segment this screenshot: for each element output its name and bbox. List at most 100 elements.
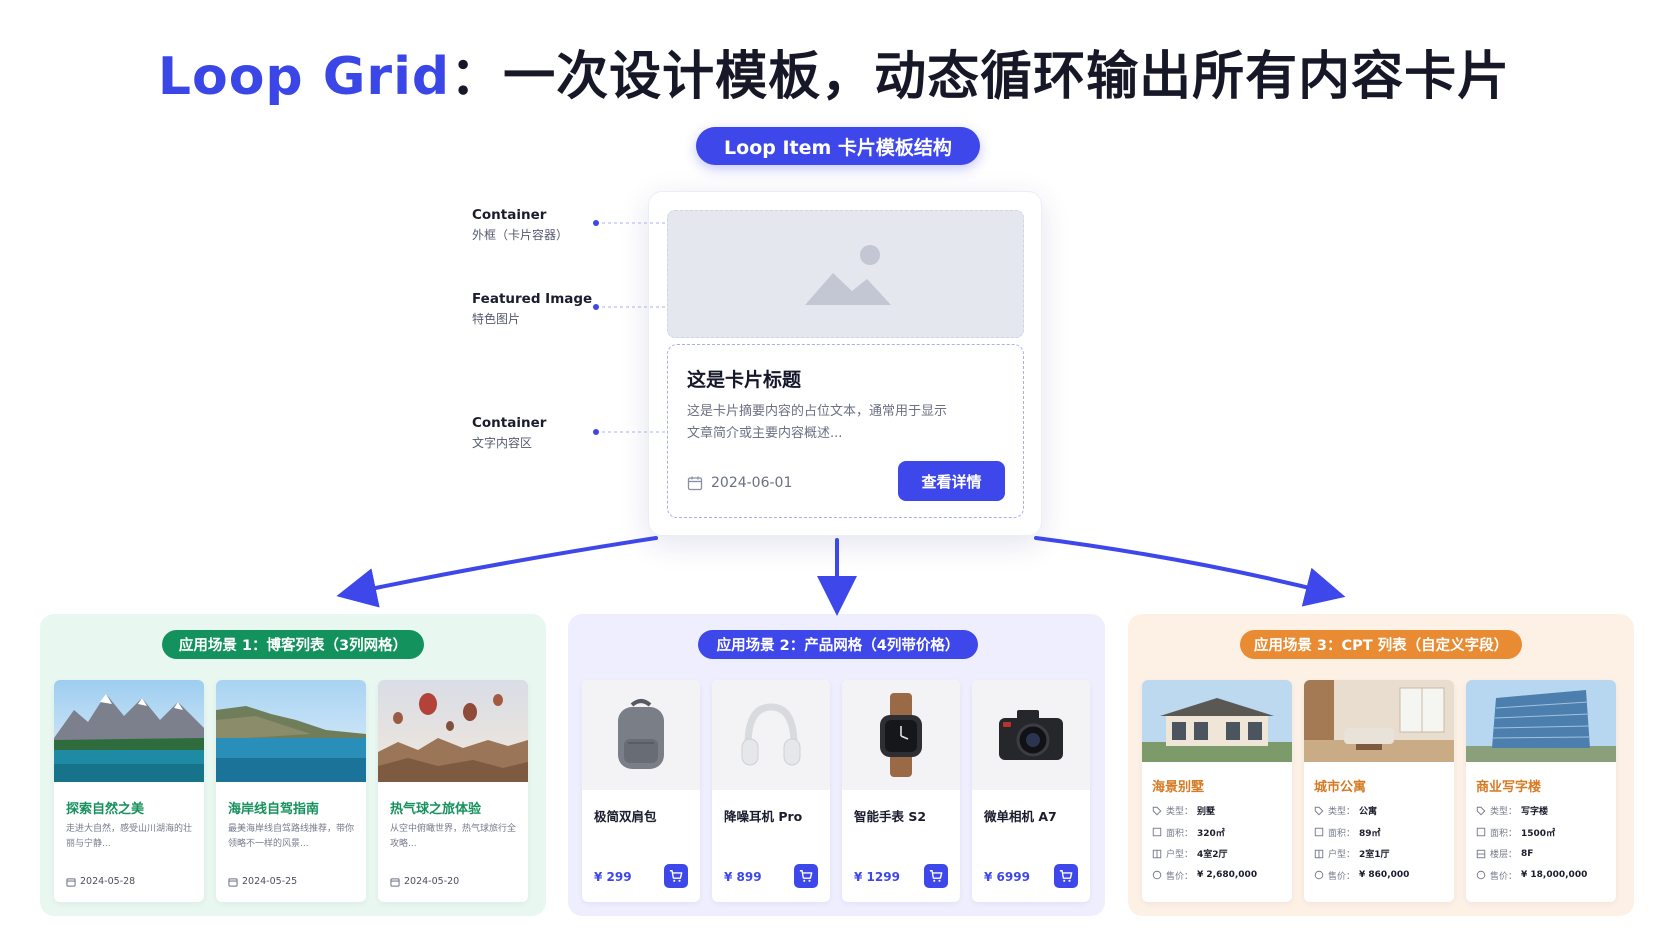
scenario-cpt-panel: 应用场景 3：CPT 列表（自定义字段） 海景别墅 类型：别墅 面积：320㎡ [1128,614,1634,916]
calendar-icon [228,877,238,887]
field-key: 售价： [1490,871,1518,882]
blog-card[interactable]: 海岸线自驾指南 最美海岸线自驾路线推荐，带你领略不一样的风景... 2024-0… [216,680,366,902]
field-key: 户型： [1328,850,1356,861]
field-price: 售价：¥ 2,680,000 [1152,865,1257,887]
blog-card-date-text: 2024-05-25 [242,876,298,887]
blog-card[interactable]: 热气球之旅体验 从空中俯瞰世界，热气球旅行全攻略... 2024-05-20 [378,680,528,902]
blog-photo-balloons [378,680,528,782]
product-card[interactable]: 降噪耳机 Pro ¥ 899 [712,680,830,902]
field-layout: 户型：4室2厅 [1152,843,1257,865]
product-name: 微单相机 A7 [984,809,1057,824]
floorplan-icon [1314,849,1324,858]
blog-card-date-text: 2024-05-28 [80,876,136,887]
price-icon [1314,871,1324,880]
blog-photo-mountains [54,680,204,782]
field-key: 楼层： [1490,850,1518,861]
add-to-cart-button[interactable] [924,864,948,888]
area-icon [1152,828,1162,837]
product-image [582,680,700,790]
blog-card[interactable]: 探索自然之美 走进大自然，感受山川湖海的壮丽与宁静... 2024-05-28 [54,680,204,902]
cpt-card[interactable]: 城市公寓 类型：公寓 面积：89㎡ 户型：2室1厅 售价：¥ 860,000 [1304,680,1454,902]
card-date: 2024-06-01 [687,475,792,491]
field-key: 类型： [1490,807,1518,818]
field-price: 售价：¥ 860,000 [1314,865,1409,887]
product-card[interactable]: 极简双肩包 ¥ 299 [582,680,700,902]
property-title: 商业写字楼 [1476,780,1542,795]
product-name: 极简双肩包 [594,809,657,824]
blog-card-desc: 走进大自然，感受山川湖海的壮丽与宁静... [66,824,193,849]
field-area: 面积：320㎡ [1152,822,1257,844]
blog-card-date-text: 2024-05-20 [404,876,460,887]
blog-card-title: 探索自然之美 [66,802,145,817]
template-card: 这是卡片标题 这是卡片摘要内容的占位文本，通常用于显示文章简介或主要内容概述..… [648,191,1042,536]
scenario-blog-label: 应用场景 1：博客列表（3列网格） [162,630,424,659]
arrow-to-blog [336,536,658,608]
product-card[interactable]: 微单相机 A7 ¥ 6999 [972,680,1090,902]
area-icon [1314,828,1324,837]
field-value: 8F [1521,848,1534,859]
property-photo-villa [1142,680,1292,762]
cpt-card[interactable]: 海景别墅 类型：别墅 面积：320㎡ 户型：4室2厅 售价：¥ 2,680,00… [1142,680,1292,902]
blog-card-desc: 从空中俯瞰世界，热气球旅行全攻略... [390,824,517,849]
field-value: 89㎡ [1359,828,1381,839]
card-date-text: 2024-06-01 [711,475,793,491]
image-placeholder-icon [805,245,891,305]
title-accent: Loop Grid [157,47,451,107]
area-icon [1476,828,1486,837]
calendar-icon [66,877,76,887]
property-title: 海景别墅 [1152,780,1205,795]
annotation-featured-image: Featured Image 特色图片 [472,291,592,327]
field-layout: 户型：2室1厅 [1314,843,1409,865]
blog-card-desc: 最美海岸线自驾路线推荐，带你领略不一样的风景... [228,824,355,849]
annotation-en: Featured Image [472,291,593,307]
field-value: 别墅 [1197,807,1216,818]
product-price: ¥ 299 [594,870,632,884]
field-key: 面积： [1490,828,1518,839]
floorplan-icon [1152,849,1162,858]
calendar-icon [687,476,703,491]
template-structure-pill: Loop Item 卡片模板结构 [696,127,980,165]
tag-icon [1476,806,1486,816]
featured-image-placeholder [667,210,1024,338]
product-name: 降噪耳机 Pro [724,809,803,824]
add-to-cart-button[interactable] [664,864,688,888]
tag-icon [1314,806,1324,816]
add-to-cart-button[interactable] [1054,864,1078,888]
calendar-icon [390,877,400,887]
card-excerpt: 这是卡片摘要内容的占位文本，通常用于显示文章简介或主要内容概述... [687,404,948,441]
field-value: 公寓 [1359,807,1378,818]
headphones-icon [741,703,801,766]
scenario-products-label: 应用场景 2：产品网格（4列带价格） [698,630,978,659]
annotation-container-outer: Container 外框（卡片容器） [472,207,568,243]
page-title: Loop Grid：一次设计模板，动态循环输出所有内容卡片 [0,34,1668,109]
field-type: 类型：写字楼 [1476,800,1587,822]
field-value: 2室1厅 [1359,850,1390,861]
field-value: 4室2厅 [1197,850,1228,861]
cart-icon [799,870,813,882]
view-details-button[interactable]: 查看详情 [898,461,1005,501]
product-price: ¥ 6999 [984,870,1030,884]
product-price: ¥ 899 [724,870,762,884]
annotation-cn: 外框（卡片容器） [472,228,569,242]
cart-icon [669,870,683,882]
blog-card-date: 2024-05-25 [228,876,297,887]
field-value: 写字楼 [1521,807,1549,818]
camera-icon [999,710,1063,760]
annotation-en: Container [472,207,547,223]
field-key: 类型： [1328,807,1356,818]
cpt-card[interactable]: 商业写字楼 类型：写字楼 面积：1500㎡ 楼层：8F 售价：¥ 18,000,… [1466,680,1616,902]
cart-icon [929,870,943,882]
field-floor: 楼层：8F [1476,843,1587,865]
custom-fields: 类型：公寓 面积：89㎡ 户型：2室1厅 售价：¥ 860,000 [1314,800,1409,886]
field-area: 面积：89㎡ [1314,822,1409,844]
field-area: 面积：1500㎡ [1476,822,1587,844]
leader-dot [593,304,599,310]
field-key: 户型： [1166,850,1194,861]
add-to-cart-button[interactable] [794,864,818,888]
product-card[interactable]: 智能手表 S2 ¥ 1299 [842,680,960,902]
cart-icon [1059,870,1073,882]
leader-dot [593,429,599,435]
arrow-to-cpt [1034,536,1346,607]
field-price: 售价：¥ 18,000,000 [1476,865,1587,887]
custom-fields: 类型：别墅 面积：320㎡ 户型：4室2厅 售价：¥ 2,680,000 [1152,800,1257,886]
